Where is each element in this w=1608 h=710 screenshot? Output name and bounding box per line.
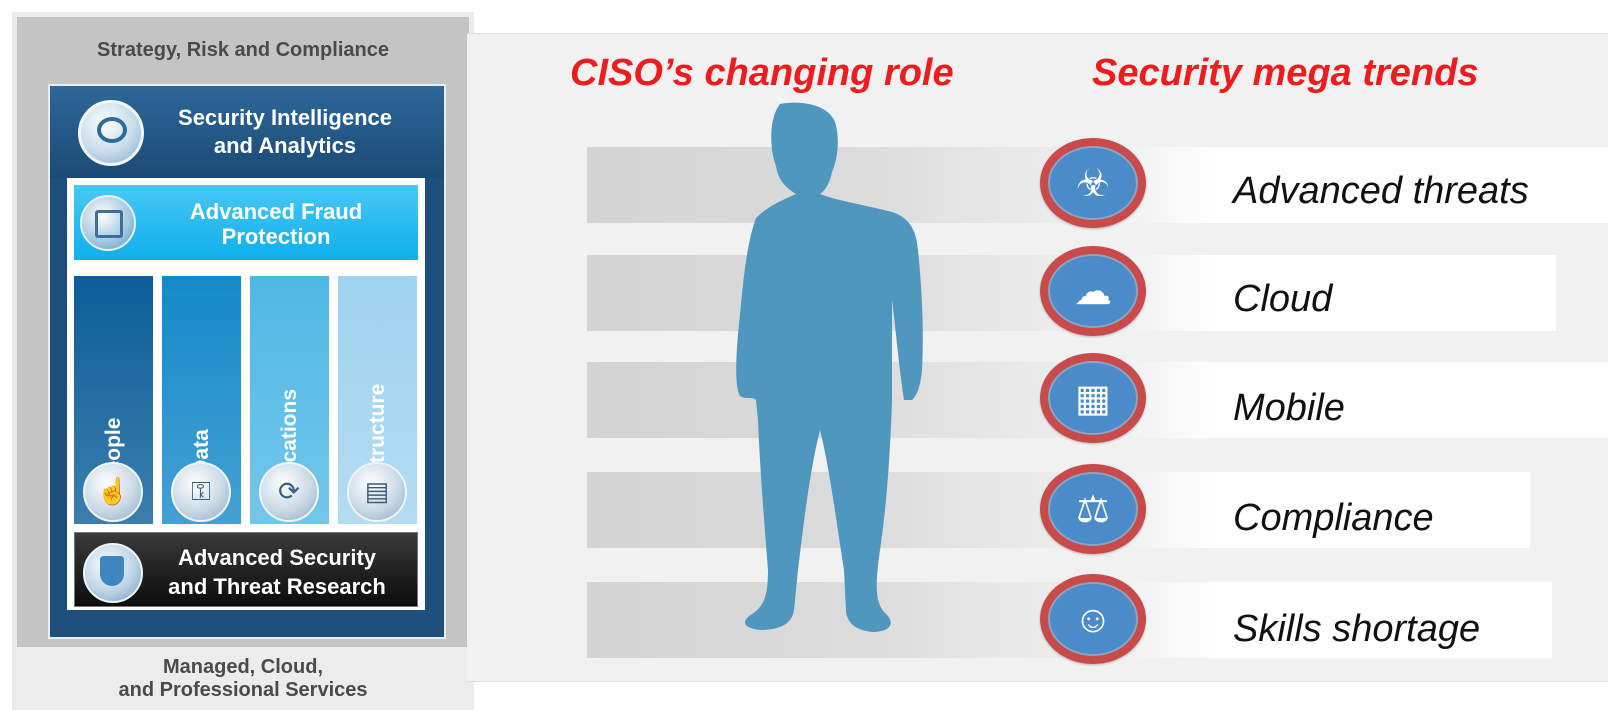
managed-services-line-1: Managed, Cloud, <box>163 656 323 678</box>
biohazard-icon: ☣ <box>1075 163 1111 205</box>
ciso-role-heading: CISO’s changing role <box>570 52 954 94</box>
shield-icon <box>83 543 143 603</box>
trend-label-advanced-threats: Advanced threats <box>1233 170 1529 212</box>
framework-background: Strategy, Risk and Compliance Security I… <box>17 17 469 647</box>
trend-band-end <box>1210 362 1608 438</box>
fraud-protection-label: Advanced Fraud Protection <box>156 199 396 249</box>
domain-column-infrastructure: Infrastructure ▤ <box>338 276 417 524</box>
padlock-icon: ⚿ <box>171 462 231 522</box>
vault-icon <box>80 195 136 251</box>
security-intelligence-block: Security Intelligence and Analytics <box>50 86 444 178</box>
people-fingerprint-icon: ☝ <box>83 462 143 522</box>
managed-services-line-2: and Professional Services <box>118 679 368 701</box>
mega-trends-heading: Security mega trends <box>1092 52 1479 94</box>
threat-research-label: Advanced Security and Threat Research <box>157 543 397 601</box>
framework-inner: Advanced Fraud Protection People ☝ Data … <box>67 178 425 610</box>
user-network-icon: ☺ <box>1073 599 1113 641</box>
trend-icon-advanced-threats: ☣ <box>1040 138 1146 228</box>
trend-icon-compliance: ⚖ <box>1040 464 1146 554</box>
cloud-icon: ☁ <box>1074 271 1112 313</box>
security-intelligence-line-2: and Analytics <box>213 133 357 158</box>
application-cycle-icon: ⟳ <box>259 462 319 522</box>
trend-icon-cloud: ☁ <box>1040 246 1146 336</box>
server-network-icon: ▤ <box>347 462 407 522</box>
trend-label-cloud: Cloud <box>1233 278 1333 320</box>
tablet-icon: ▦ <box>1075 378 1111 420</box>
trend-label-mobile: Mobile <box>1233 387 1345 429</box>
managed-services-label: Managed, Cloud, and Professional Service… <box>12 656 474 702</box>
security-intelligence-line-1: Security Intelligence <box>178 105 392 130</box>
trend-band-end <box>1210 582 1552 658</box>
ciso-silhouette <box>736 102 923 633</box>
strategy-risk-compliance-label: Strategy, Risk and Compliance <box>97 39 389 61</box>
trend-icon-mobile: ▦ <box>1040 353 1146 443</box>
scales-icon: ⚖ <box>1075 489 1111 531</box>
security-framework-panel: Strategy, Risk and Compliance Security I… <box>12 12 474 710</box>
security-intelligence-label: Security Intelligence and Analytics <box>160 104 410 160</box>
threat-research-line-1: Advanced Security <box>177 545 377 570</box>
trend-label-skills-shortage: Skills shortage <box>1233 608 1481 650</box>
fraud-protection-block: Advanced Fraud Protection <box>74 185 418 260</box>
threat-research-block: Advanced Security and Threat Research <box>74 532 418 607</box>
trends-panel-background <box>467 33 1608 682</box>
fraud-protection-line-2: Protection <box>221 224 331 249</box>
trend-band-end <box>1210 472 1530 548</box>
domain-column-data: Data ⚿ <box>162 276 241 524</box>
framework-core: Security Intelligence and Analytics Adva… <box>48 84 446 639</box>
analytics-magnifier-icon <box>78 100 144 166</box>
fraud-protection-line-1: Advanced Fraud <box>189 199 363 224</box>
trend-band-end <box>1210 255 1556 331</box>
trend-icon-skills-shortage: ☺ <box>1040 574 1146 664</box>
domain-column-people: People ☝ <box>74 276 153 524</box>
threat-research-line-2: and Threat Research <box>168 574 386 599</box>
domain-column-applications: Applications ⟳ <box>250 276 329 524</box>
trend-label-compliance: Compliance <box>1233 497 1434 539</box>
trend-band-end <box>1210 147 1608 223</box>
